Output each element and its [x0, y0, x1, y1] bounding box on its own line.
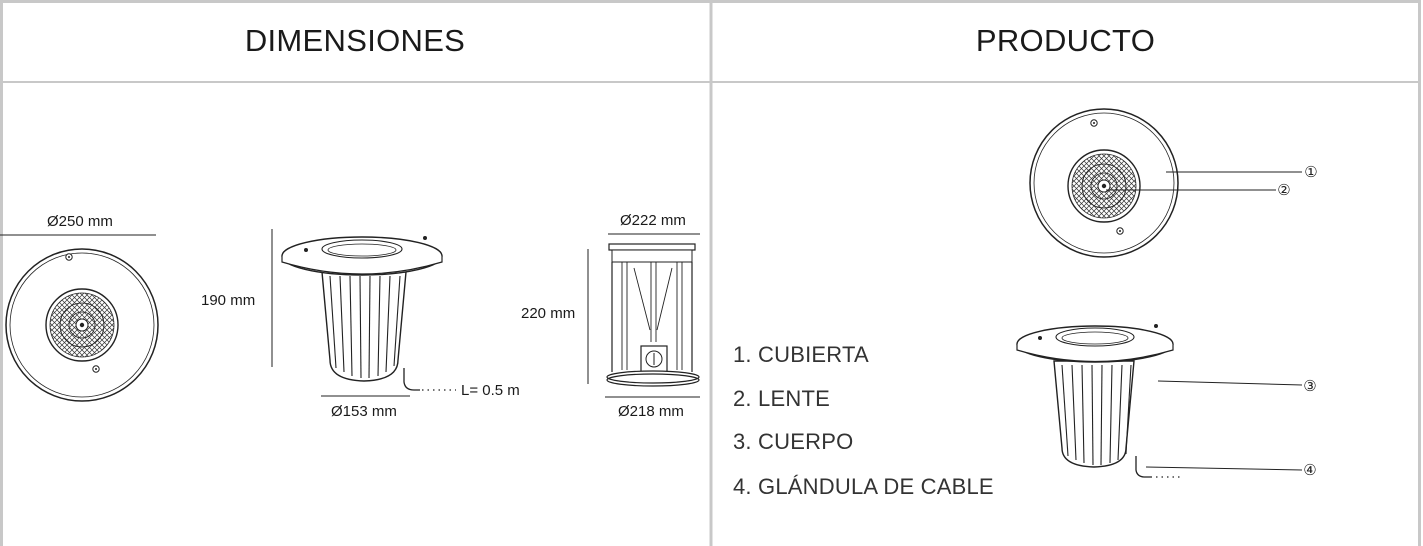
dim-box-height: 220 mm: [521, 305, 576, 322]
product-top-view: [1029, 108, 1302, 258]
callout-3: ③: [1303, 378, 1316, 395]
dim-side-height: 190 mm: [201, 292, 256, 309]
callout-1: ①: [1304, 164, 1317, 181]
legend-item-3: 3. CUERPO: [733, 429, 854, 454]
dim-cable-length: L= 0.5 m: [461, 382, 520, 399]
dim-body-diameter: Ø153 mm: [331, 403, 397, 420]
product-side-view: [1016, 324, 1303, 478]
legend-item-4: 4. GLÁNDULA DE CABLE: [733, 474, 994, 499]
top-view-drawing: [0, 234, 159, 402]
side-view-drawing: [271, 229, 456, 397]
header-producto: PRODUCTO: [975, 23, 1156, 58]
legend-item-2: 2. LENTE: [733, 386, 830, 411]
legend-item-1: 1. CUBIERTA: [733, 342, 869, 367]
callout-4: ④: [1303, 462, 1316, 479]
dim-box-top-diameter: Ø222 mm: [620, 212, 686, 229]
callout-markers: [1277, 165, 1318, 477]
dim-top-diameter: Ø250 mm: [47, 213, 113, 230]
install-box-drawing: [587, 233, 700, 398]
dim-box-bottom-diameter: Ø218 mm: [618, 403, 684, 420]
callout-2: ②: [1277, 182, 1290, 199]
header-dimensiones: DIMENSIONES: [244, 23, 466, 58]
